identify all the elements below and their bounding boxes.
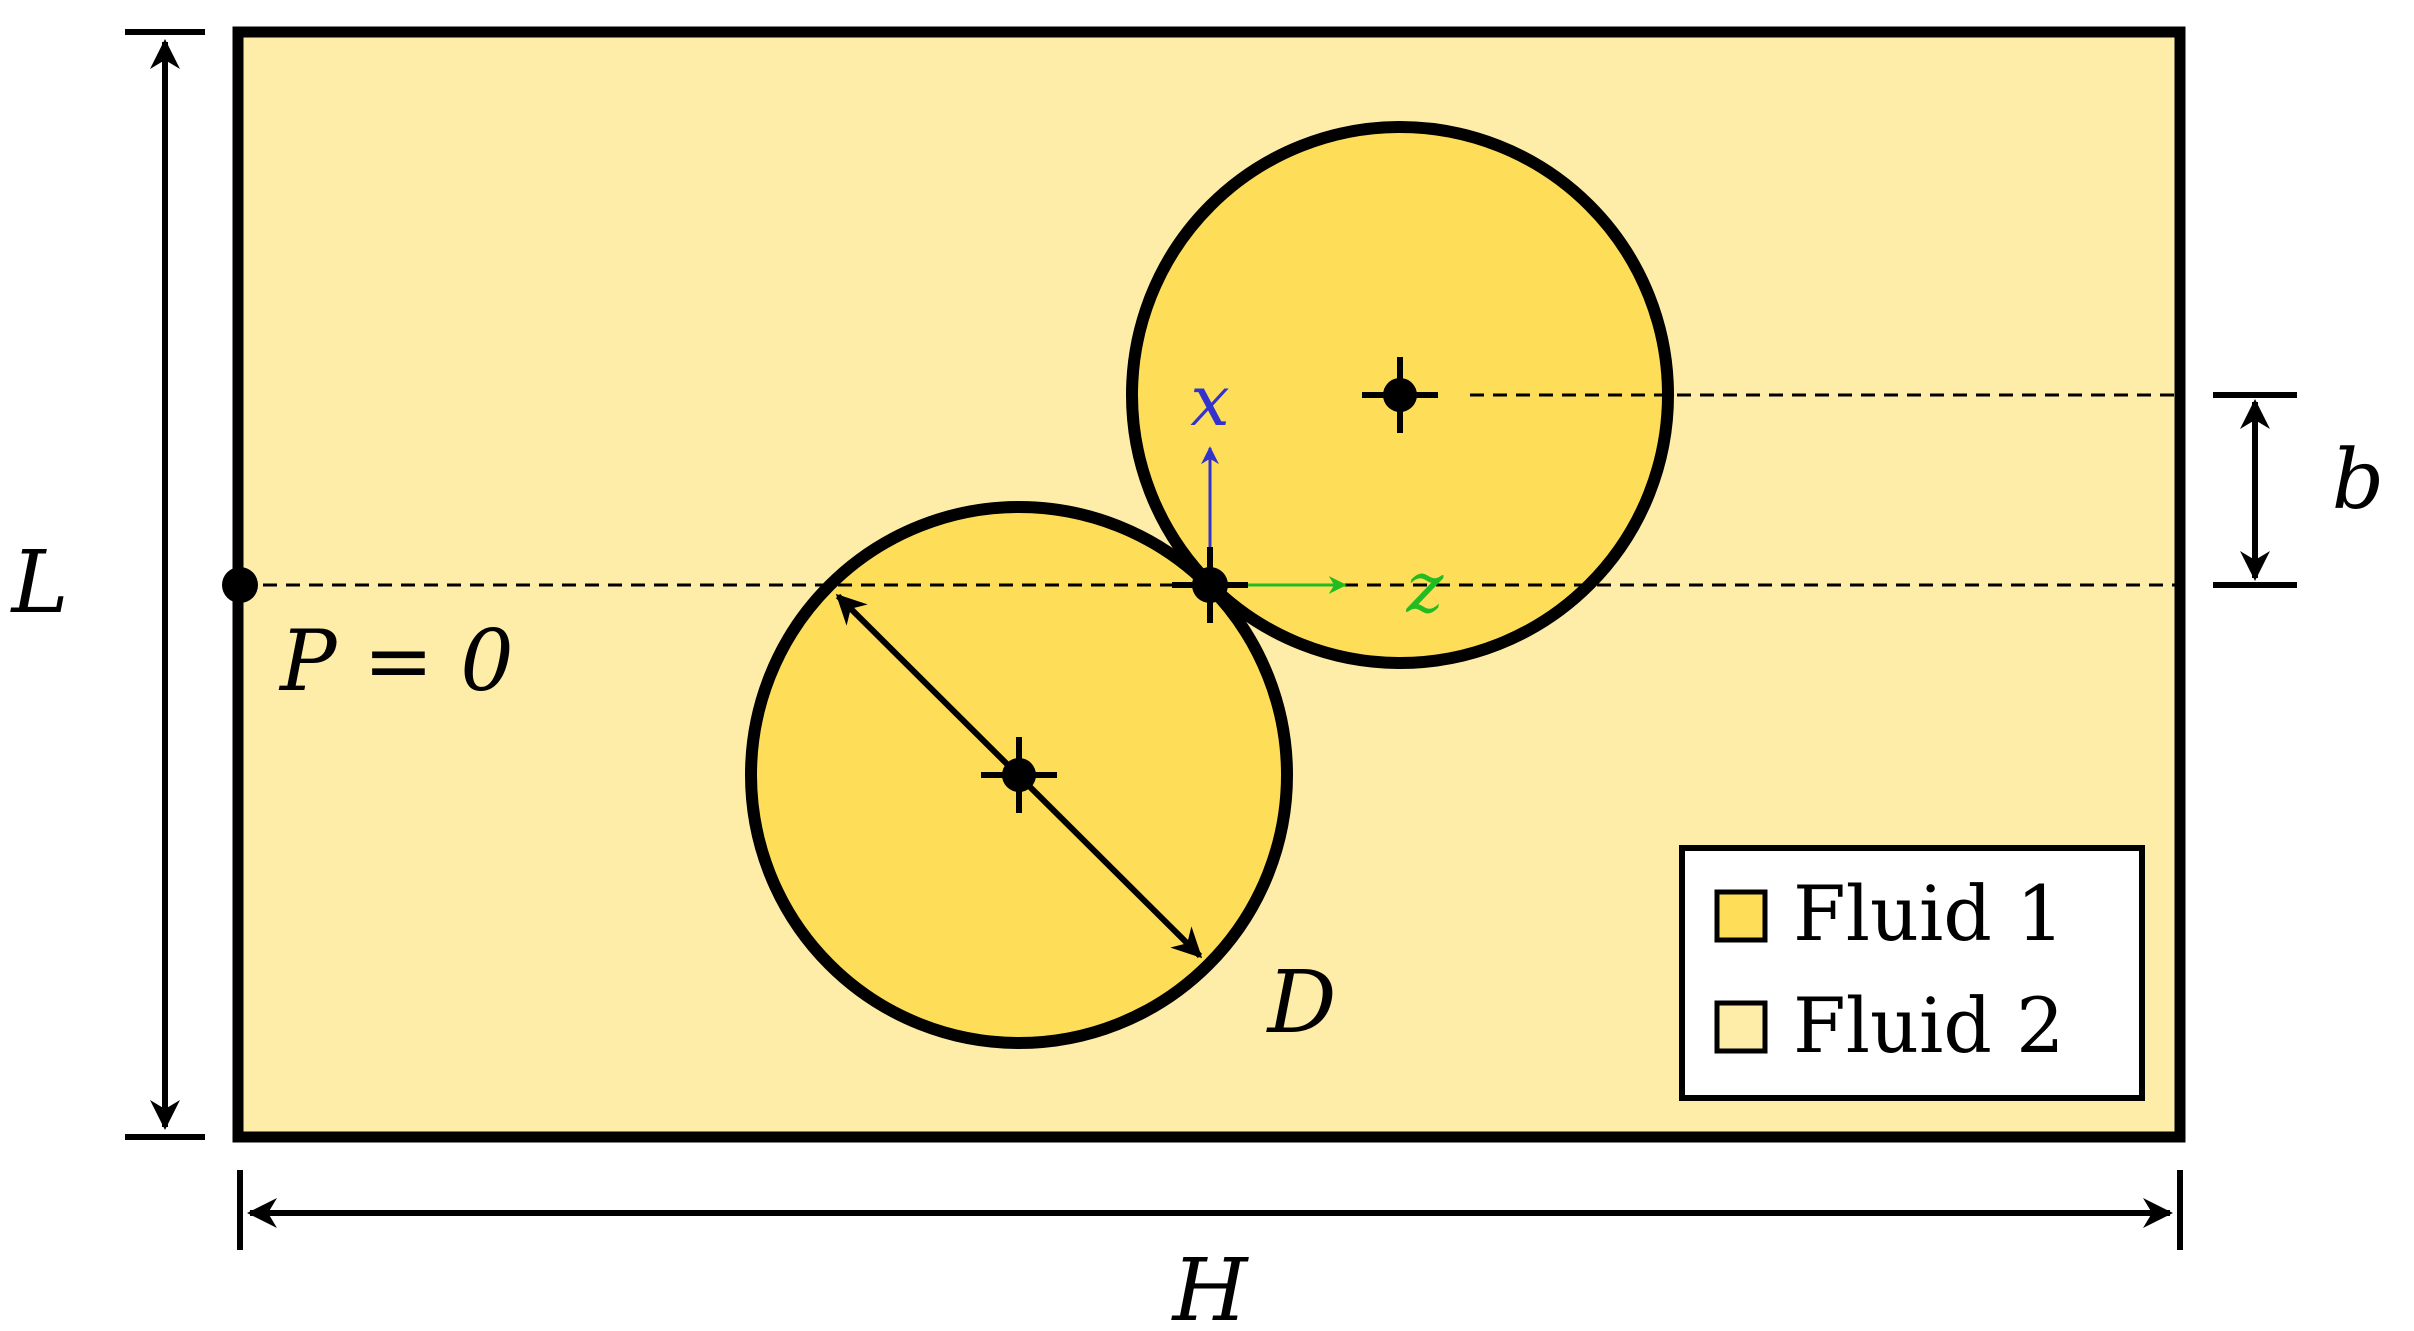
legend-label-fluid-2: Fluid 2 <box>1793 981 2064 1070</box>
legend-swatch-fluid-2 <box>1714 1000 1768 1054</box>
d-label: D <box>1266 953 1337 1053</box>
pressure-label: P = 0 <box>278 612 514 710</box>
legend-swatch-fluid-1 <box>1714 889 1768 943</box>
legend: Fluid 1 Fluid 2 <box>1679 845 2145 1101</box>
b-label: b <box>2332 433 2385 528</box>
z-axis-label: z <box>1406 547 1445 629</box>
pressure-reference-point <box>222 567 258 603</box>
l-dimension <box>125 29 205 1140</box>
x-axis-label: x <box>1190 360 1229 442</box>
h-label: H <box>1171 1241 1250 1331</box>
b-dimension <box>2213 392 2297 588</box>
upper-center-marker <box>1362 357 1438 433</box>
legend-box <box>1679 845 2145 1101</box>
h-dimension <box>237 1170 2183 1250</box>
contact-point-marker <box>1172 547 1248 623</box>
lower-center-marker <box>981 737 1057 813</box>
l-label: L <box>9 533 68 633</box>
legend-label-fluid-1: Fluid 1 <box>1793 869 2064 958</box>
